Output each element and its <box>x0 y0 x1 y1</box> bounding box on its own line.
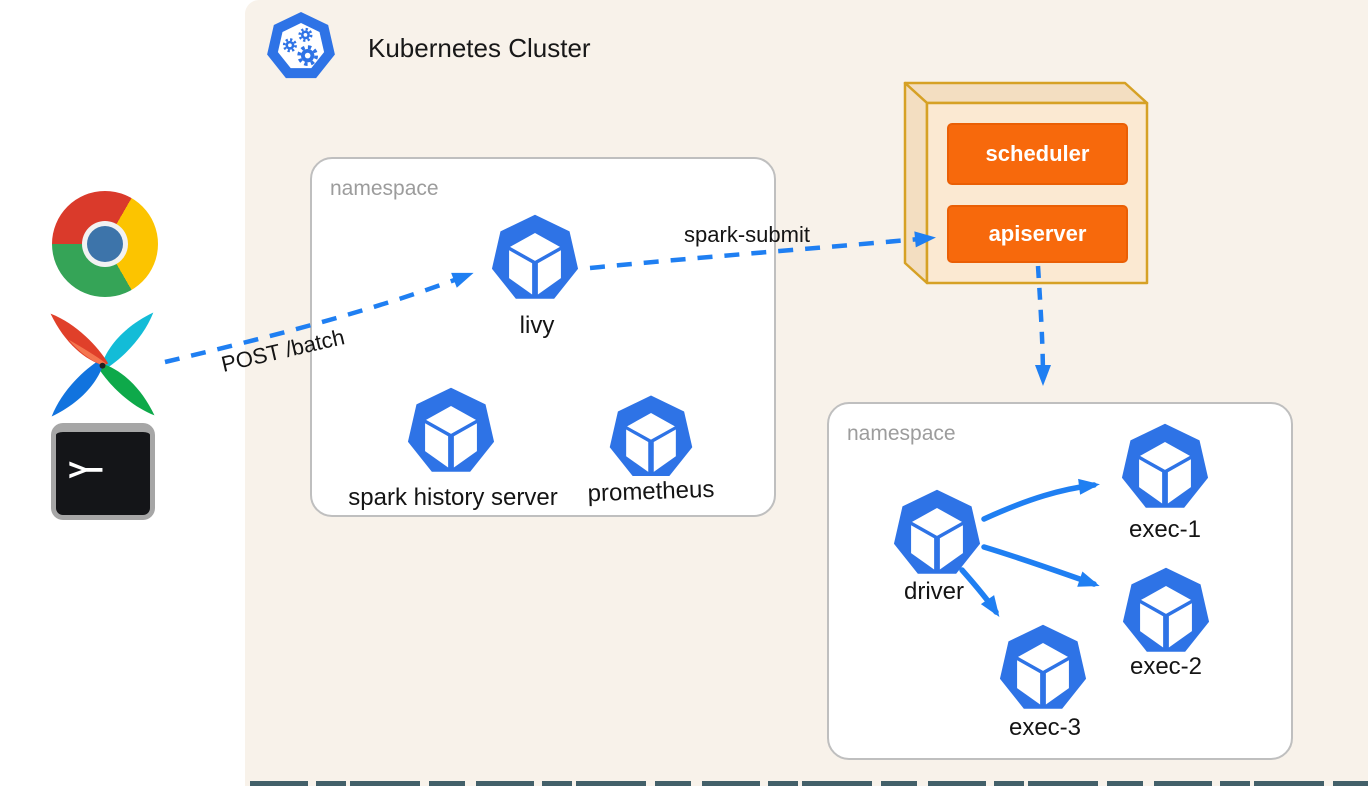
pod-label-driver: driver <box>903 578 965 605</box>
pod-label-livy: livy <box>519 312 555 339</box>
pod-label-exec-2: exec-2 <box>1129 653 1203 680</box>
namespace-label: namespace <box>330 177 439 200</box>
pod-icon-exec-1 <box>1121 423 1209 508</box>
kubernetes-logo <box>267 11 335 79</box>
pod-label-exec-1: exec-1 <box>1128 516 1202 543</box>
pod-label-exec-3: exec-3 <box>1008 714 1082 741</box>
pod-icon-spark-history-server <box>407 387 495 472</box>
pod-icon-driver <box>893 489 981 574</box>
bottom-cutoff-strip <box>250 781 1368 786</box>
namespace-label: namespace <box>847 422 956 445</box>
pod-icon-exec-3 <box>999 624 1087 709</box>
pod-label-prometheus: prometheus <box>587 475 715 508</box>
pod-label-spark-history-server: spark history server <box>348 484 558 511</box>
spark-submit-label: spark-submit <box>684 222 810 247</box>
pod-icon-prometheus <box>609 395 693 476</box>
chrome-browser-icon <box>52 191 158 297</box>
scheduler-component: scheduler <box>947 123 1128 185</box>
terminal-prompt-glyph: >− <box>68 450 103 488</box>
terminal-icon: >− <box>51 423 155 520</box>
chrome-hub <box>87 226 123 262</box>
page-title: Kubernetes Cluster <box>368 33 591 63</box>
pod-icon-livy <box>491 214 579 299</box>
apache-airflow-icon <box>50 312 155 417</box>
apiserver-component: apiserver <box>947 205 1128 263</box>
pod-icon-exec-2 <box>1122 567 1210 652</box>
